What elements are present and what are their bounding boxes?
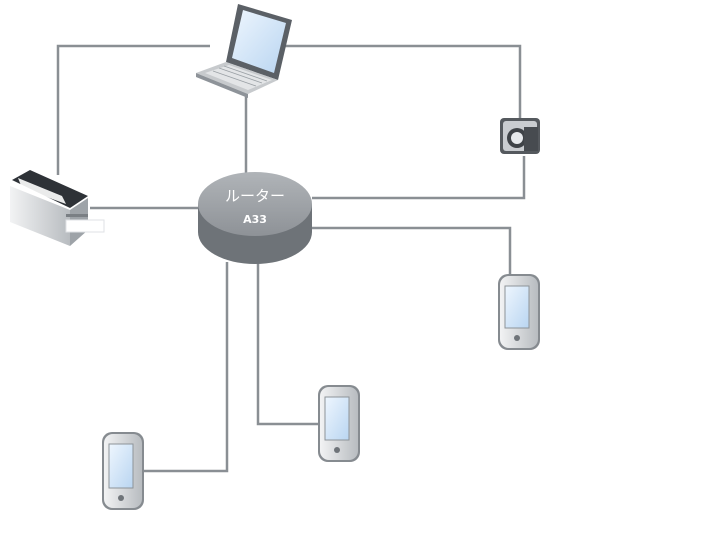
laptop-icon xyxy=(196,4,292,98)
link-laptop-printer xyxy=(56,44,210,175)
link-router-phone-left xyxy=(143,262,229,473)
router-model: A33 xyxy=(243,213,267,226)
connection-lines xyxy=(56,44,526,473)
link-router-camera xyxy=(312,156,526,200)
phone-icon xyxy=(318,385,360,462)
camera-icon xyxy=(500,118,540,154)
link-laptop-camera xyxy=(283,44,522,118)
router-name: ルーター xyxy=(225,187,285,205)
phone-icon xyxy=(102,432,144,510)
link-router-phone-middle xyxy=(256,262,318,426)
printer-icon xyxy=(10,170,105,246)
phone-icon xyxy=(498,274,540,350)
link-router-phone-right xyxy=(312,226,512,283)
router-icon: ルーター A33 xyxy=(198,172,312,264)
